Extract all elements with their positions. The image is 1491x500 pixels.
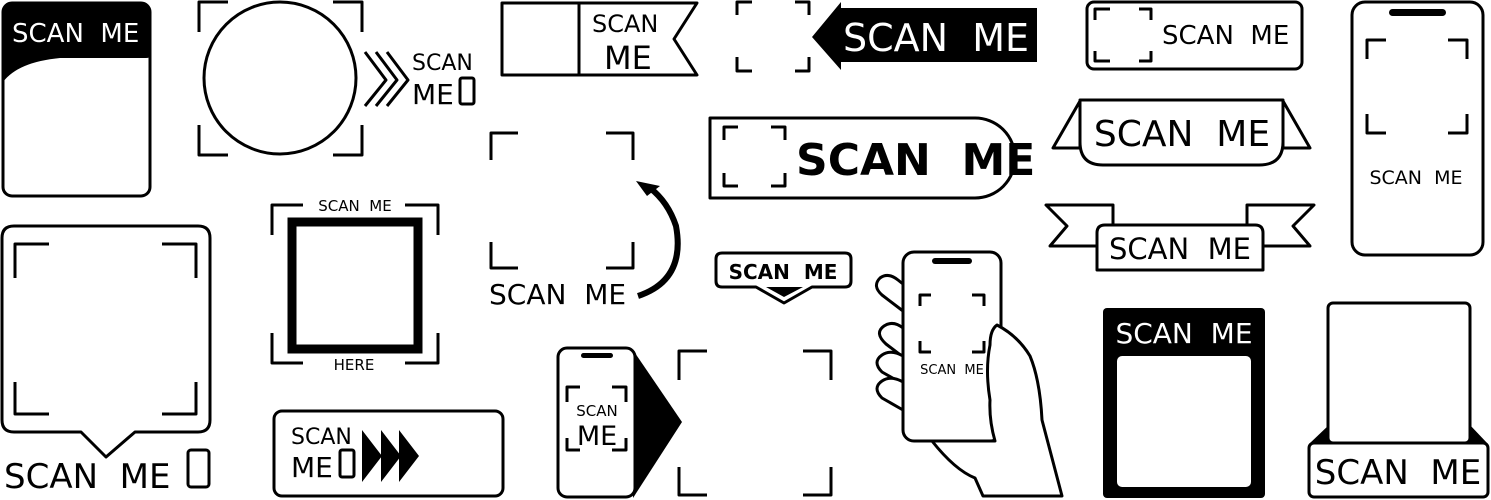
sticker-curved-arrow[interactable]: SCAN ME [489, 131, 681, 311]
sticker-label: SCAN ME [729, 260, 838, 284]
sticker-ribbon-folded[interactable]: SCAN ME [1051, 98, 1312, 167]
sticker-speech-frame[interactable]: SCAN ME [0, 224, 212, 497]
sticker-circle-chevrons[interactable]: SCAN ME [197, 0, 476, 157]
sticker-line1: SCAN [412, 51, 473, 76]
sticker-line2: ME [604, 39, 652, 77]
sticker-label: SCAN ME [843, 16, 1029, 60]
phone-icon [458, 76, 476, 106]
sticker-top-label: SCAN ME [318, 197, 391, 215]
sticker-label: SCAN ME [489, 278, 626, 311]
sticker-ribbon-banner[interactable]: SCAN ME [1044, 203, 1316, 272]
sticker-label: SCAN ME [1094, 114, 1270, 155]
sticker-label: SCAN ME [1369, 167, 1462, 189]
sticker-black-frame[interactable]: SCAN ME [1103, 308, 1265, 498]
sticker-label: SCAN ME [796, 135, 1035, 186]
sticker-line2: ME [291, 451, 333, 484]
phone-icon [338, 448, 356, 479]
sticker-arrow-black[interactable]: SCAN ME [735, 0, 1037, 73]
sticker-label: SCAN ME [12, 19, 139, 49]
sticker-bottom-label: HERE [334, 356, 375, 374]
sticker-pill-bold[interactable]: SCAN ME [708, 116, 1035, 200]
phone-icon [186, 448, 211, 489]
sticker-square-here[interactable]: SCAN ME HERE [270, 197, 440, 374]
sticker-card-black-header[interactable]: SCAN ME [1, 1, 152, 198]
sticker-stand-box[interactable]: SCAN ME [1307, 301, 1490, 499]
sticker-hand-phone[interactable]: SCAN ME [875, 250, 1064, 498]
sticker-label: SCAN ME [1315, 453, 1481, 493]
sticker-line1: SCAN [291, 425, 352, 450]
sticker-tall-phone[interactable]: SCAN ME [1350, 0, 1485, 257]
sticker-line1: SCAN [576, 402, 617, 420]
sticker-label: SCAN ME [1109, 232, 1251, 266]
sticker-label: SCAN ME [1162, 21, 1289, 51]
sticker-line1: SCAN [592, 10, 658, 38]
sticker-triple-arrow-box[interactable]: SCAN ME [272, 409, 505, 498]
sticker-small-tag[interactable]: SCAN ME [714, 251, 853, 305]
sticker-label: SCAN ME [920, 363, 984, 378]
sticker-label: SCAN ME [1115, 317, 1252, 350]
sticker-line2: ME [577, 421, 617, 452]
sticker-frame-box[interactable]: SCAN ME [1085, 0, 1304, 71]
sticker-line2: ME [412, 78, 454, 111]
sticker-phone-beam[interactable]: SCAN ME [556, 346, 833, 499]
sticker-label: SCAN ME [4, 457, 170, 497]
sticker-flag-box[interactable]: SCAN ME [500, 1, 699, 77]
